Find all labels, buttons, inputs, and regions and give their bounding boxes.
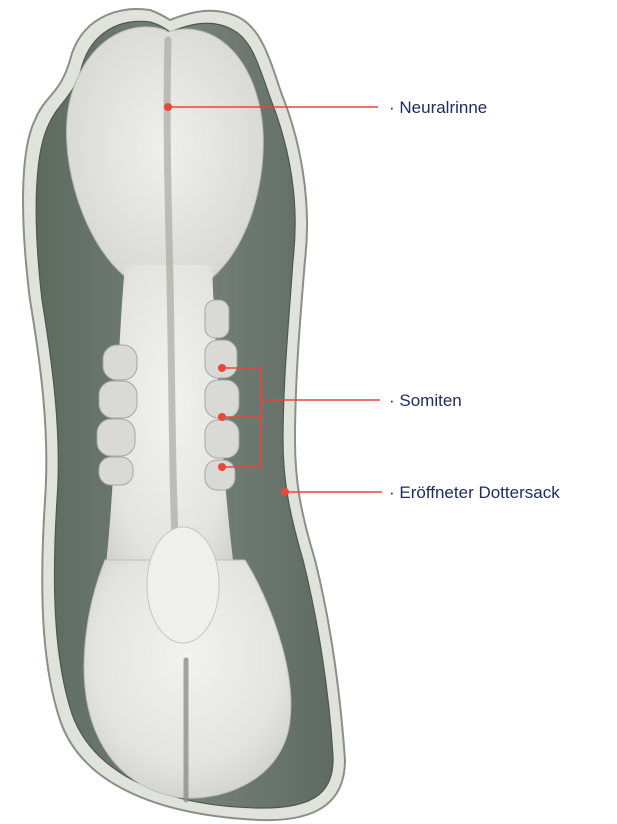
dot-yolk-sac [281, 488, 289, 496]
somite [205, 420, 239, 458]
label-somites: · Somiten [389, 391, 462, 410]
dot-neural-groove [164, 103, 172, 111]
somite [205, 340, 237, 378]
caudal-swelling [147, 527, 219, 643]
somite [99, 457, 133, 485]
somite [99, 381, 137, 418]
somite [103, 345, 137, 380]
dot-somite-3 [218, 463, 226, 471]
dot-somite-1 [218, 364, 226, 372]
somite [97, 419, 135, 456]
somite [205, 380, 239, 418]
label-yolk-sac: · Eröffneter Dottersack [389, 483, 560, 502]
dot-somite-2 [218, 413, 226, 421]
somite [205, 300, 229, 338]
label-neural-groove: · Neuralrinne [389, 98, 487, 117]
